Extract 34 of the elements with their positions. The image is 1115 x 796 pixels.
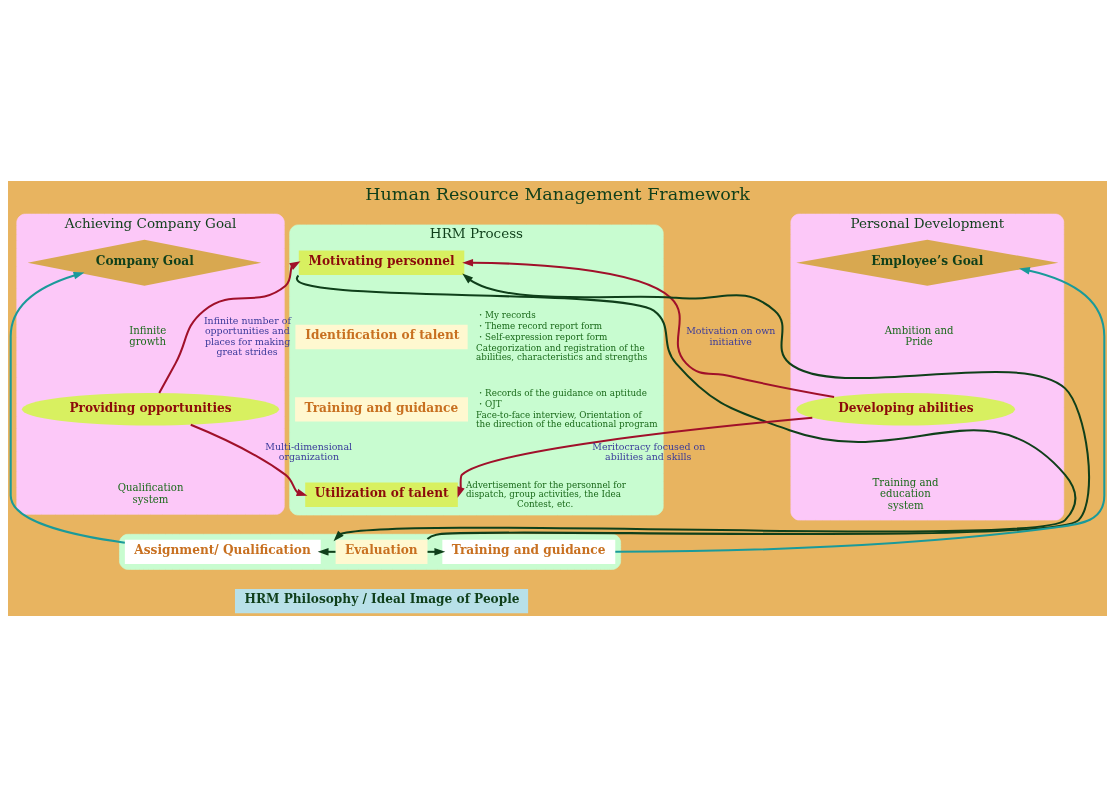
label: Qualification system [117,481,184,505]
label: Ambition and Pride [884,324,954,347]
arrow [190,423,308,496]
node-box: Identification of talent [295,324,468,349]
node-ellipse: Providing opportunities [21,392,280,426]
cluster [119,533,621,570]
node-diamond: Company Goal [27,239,262,286]
arrow [9,271,125,544]
node-label: ・Records of the guidance on aptitude [476,387,647,398]
node-label: Advertisement for the personnel for dispatch, group activities, the Idea Contest, etc. [465,479,626,509]
node-box: Utilization of talent [305,482,458,507]
node-ellipse: Developing abilities [796,392,1016,426]
node-box: Training and guidance [295,396,468,421]
arrow [427,273,1090,540]
node-box: Training and guidance [442,539,616,564]
arrow [158,260,301,393]
node-label: ・Self-expression report form [476,331,608,342]
node-label: ・OJT [476,398,502,409]
node-label: Face-to-face interview, Orientation of the direction of the educational program [476,409,658,429]
node-box: Evaluation [335,539,428,564]
edge-label: Motivation on own initiative [686,324,776,347]
arrow [457,416,813,498]
node-box: Motivating personnel [298,250,465,275]
label: Training and education system [872,476,939,511]
node-box: HRM Philosophy / Ideal Image of People [234,588,529,613]
node-diamond: Employee’s Goal [796,239,1059,286]
label: Infinite growth [129,324,167,347]
arrow [615,266,1106,553]
node-box: Assignment/ Qualification [124,539,321,564]
arrow [462,258,835,398]
node-label: Categorization and registration of the abilities, characteristics and strengths [476,342,648,362]
diagram-title: Human Resource Management Framework [365,183,750,204]
node-label: ・My records [476,309,536,320]
node-label: ・Theme record report form [476,320,603,331]
